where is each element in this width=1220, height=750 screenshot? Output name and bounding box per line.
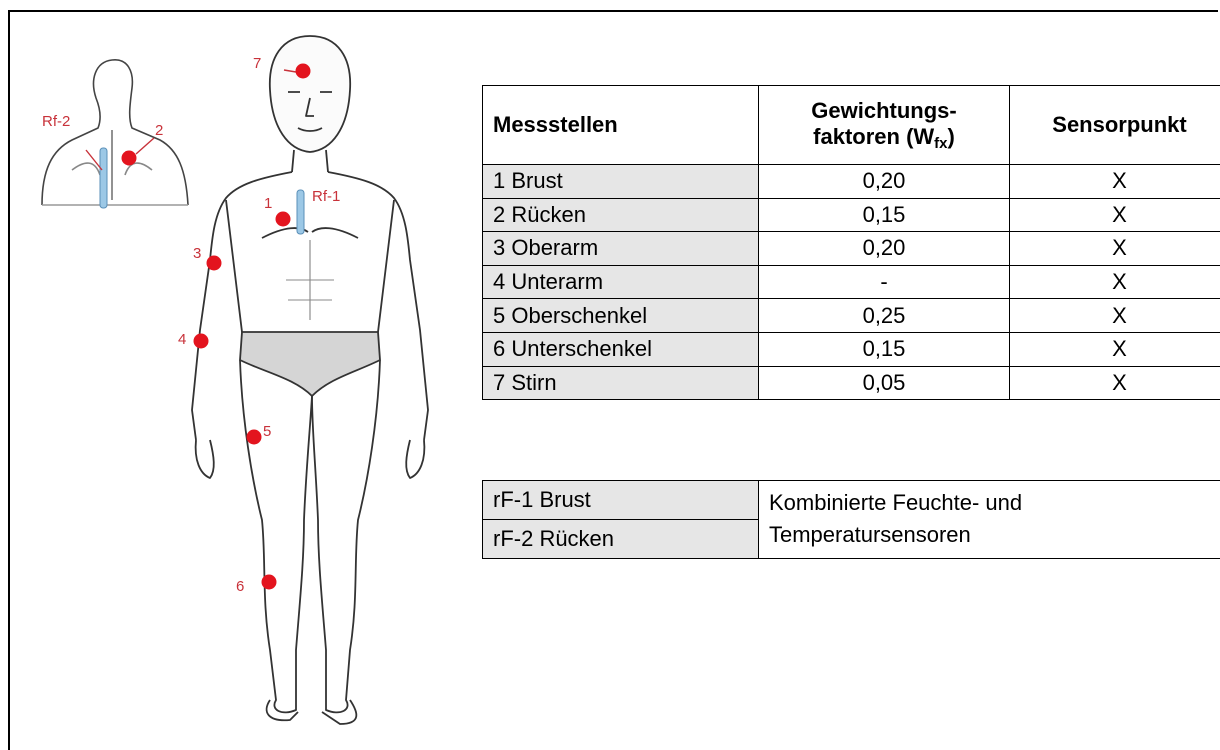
sensor-cell: X [1010, 265, 1220, 299]
header-gew-end: ) [948, 124, 955, 149]
sensor-site-cell: rF-2 Rücken [483, 520, 759, 559]
label-7: 7 [253, 55, 261, 72]
sensor-description-line2: Temperatursensoren [769, 519, 1219, 551]
table-row: 1 Brust 0,20 X [483, 165, 1220, 199]
sensor-cell: X [1010, 232, 1220, 266]
table-row: 3 Oberarm 0,20 X [483, 232, 1220, 266]
label-rf1: Rf-1 [312, 188, 340, 205]
site-cell: 1 Brust [483, 165, 759, 199]
label-4: 4 [178, 331, 186, 348]
label-3: 3 [193, 245, 201, 262]
label-rf2: Rf-2 [42, 113, 70, 130]
marker-5 [247, 430, 262, 445]
sensor-cell: X [1010, 332, 1220, 366]
site-cell: 2 Rücken [483, 198, 759, 232]
table-row: 6 Unterschenkel 0,15 X [483, 332, 1220, 366]
table-row: 4 Unterarm - X [483, 265, 1220, 299]
table-header-row: Messstellen Gewichtungs- faktoren (Wfx) … [483, 86, 1220, 165]
table-row: 2 Rücken 0,15 X [483, 198, 1220, 232]
marker-3 [207, 256, 222, 271]
table-row: 7 Stirn 0,05 X [483, 366, 1220, 400]
sensor-cell: X [1010, 299, 1220, 333]
marker-2 [122, 151, 137, 166]
site-cell: 3 Oberarm [483, 232, 759, 266]
site-cell: 6 Unterschenkel [483, 332, 759, 366]
measurement-table: Messstellen Gewichtungs- faktoren (Wfx) … [482, 85, 1220, 400]
marker-4 [194, 334, 209, 349]
factor-cell: 0,20 [759, 232, 1010, 266]
site-cell: 5 Oberschenkel [483, 299, 759, 333]
factor-cell: 0,15 [759, 198, 1010, 232]
sensor-site-cell: rF-1 Brust [483, 481, 759, 520]
marker-1 [276, 212, 291, 227]
sensor-rf1 [297, 190, 304, 234]
site-cell: 7 Stirn [483, 366, 759, 400]
header-gewichtungsfaktoren: Gewichtungs- faktoren (Wfx) [759, 86, 1010, 165]
header-gew-sub: fx [934, 135, 947, 152]
factor-cell: 0,15 [759, 332, 1010, 366]
table-row: 5 Oberschenkel 0,25 X [483, 299, 1220, 333]
sensor-rf2 [100, 148, 107, 208]
header-messstellen: Messstellen [483, 86, 759, 165]
label-2: 2 [155, 122, 163, 139]
sensor-table: rF-1 Brust Kombinierte Feuchte- und Temp… [482, 480, 1220, 559]
factor-cell: 0,05 [759, 366, 1010, 400]
sensor-cell: X [1010, 366, 1220, 400]
body-figure: 1 2 3 4 5 6 7 Rf-1 Rf-2 [0, 0, 480, 740]
sensor-cell: X [1010, 198, 1220, 232]
header-gew-line2: faktoren (W [813, 124, 934, 149]
marker-6 [262, 575, 277, 590]
sensor-row: rF-1 Brust Kombinierte Feuchte- und Temp… [483, 481, 1220, 520]
sensor-cell: X [1010, 165, 1220, 199]
header-sensorpunkt: Sensorpunkt [1010, 86, 1220, 165]
marker-7 [296, 64, 311, 79]
factor-cell: 0,20 [759, 165, 1010, 199]
sensor-description-line1: Kombinierte Feuchte- und [769, 487, 1219, 519]
factor-cell: - [759, 265, 1010, 299]
front-view [192, 36, 428, 724]
label-5: 5 [263, 423, 271, 440]
back-view [42, 60, 188, 205]
label-1: 1 [264, 195, 272, 212]
label-6: 6 [236, 578, 244, 595]
site-cell: 4 Unterarm [483, 265, 759, 299]
sensor-description: Kombinierte Feuchte- und Temperatursenso… [759, 481, 1220, 559]
header-gew-line1: Gewichtungs- [811, 98, 956, 123]
factor-cell: 0,25 [759, 299, 1010, 333]
